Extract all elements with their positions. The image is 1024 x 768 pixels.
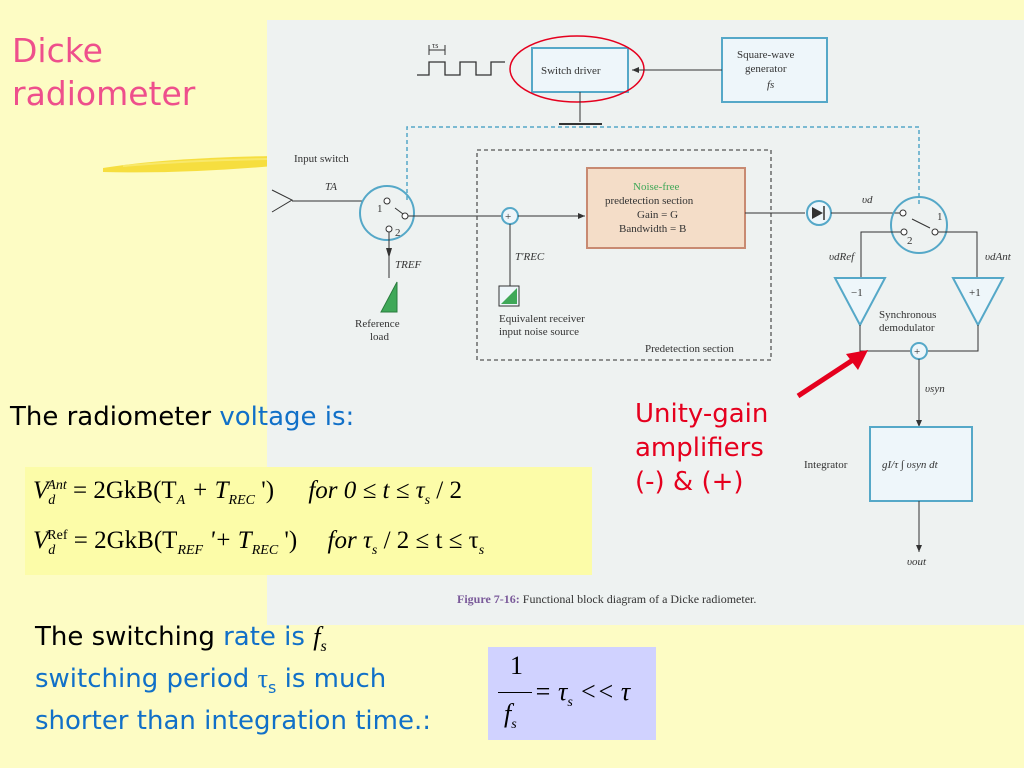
tref-label: TREF	[395, 259, 422, 271]
input-switch-circle	[359, 185, 415, 241]
fraction-bar	[498, 692, 532, 693]
generator-label-3: fs	[767, 79, 774, 91]
voltage-text-part-1: The radiometer	[10, 402, 220, 432]
unity-line-3: (-) & (+)	[635, 466, 744, 497]
generator-label-1: Square-wave	[737, 49, 795, 61]
integral-label: gI/τ ∫ υsyn dt	[882, 459, 939, 471]
voltage-equations: VdAnt = 2GkB(TA + TREC ') for 0 ≤ t ≤ τs…	[25, 467, 592, 575]
generator-label-2: generator	[745, 63, 787, 75]
switch-pos-2: 2	[395, 227, 401, 239]
minus-one-label: −1	[851, 287, 863, 299]
plus-one-label: +1	[969, 287, 981, 299]
reference-load-icon	[380, 281, 398, 313]
switching-period-text: switching period τs is much	[35, 664, 387, 698]
vd-label: υd	[862, 194, 873, 206]
switching-rate-text: The switching rate is fs	[35, 622, 327, 656]
switch-driver-label: Switch driver	[541, 65, 601, 77]
red-arrow-icon	[796, 350, 868, 399]
bandwidth-label: Bandwidth = B	[619, 223, 686, 235]
unity-line-1: Unity-gain	[635, 399, 769, 429]
predetection-section-box	[476, 149, 772, 361]
switch-pos-1: 1	[377, 203, 383, 215]
yellow-brush-streak	[103, 156, 273, 173]
ta-label: TA	[325, 181, 337, 193]
switch-driver-box	[531, 47, 629, 93]
switch-pos-4: 2	[907, 235, 913, 247]
title-line-2: radiometer	[12, 73, 196, 113]
sync-label-2: demodulator	[879, 322, 935, 334]
minus-one-amplifier	[833, 277, 887, 328]
vsyn-label: υsyn	[925, 383, 945, 395]
unity-gain-note: Unity-gain amplifiers (-) & (+)	[635, 398, 768, 499]
vout-label: υout	[907, 556, 927, 568]
tau-s-label: τs	[432, 41, 438, 50]
square-wave-icon	[417, 61, 505, 76]
load-label: load	[370, 331, 389, 343]
gain-label: Gain = G	[637, 209, 678, 221]
integrator-label: Integrator	[804, 459, 848, 471]
output-switch-circle	[890, 196, 948, 254]
caption-label: Figure 7-16:	[457, 592, 520, 606]
vd-ant-label: υdAnt	[985, 251, 1012, 263]
integrator-box	[869, 426, 973, 502]
trec-label: T'REC	[515, 251, 545, 263]
vd-ref-label: υdRef	[829, 251, 856, 263]
predetection-block	[586, 167, 746, 249]
integration-time-text: shorter than integration time.:	[35, 706, 431, 736]
title-line-1: Dicke	[12, 31, 103, 70]
reference-label: Reference	[355, 318, 400, 330]
period-equation: 1 fs = τs << τ	[488, 647, 656, 740]
slide-title: Dicke radiometer	[12, 30, 195, 116]
equiv-label-1: Equivalent receiver	[499, 313, 585, 325]
square-wave-generator-box	[721, 37, 828, 103]
unity-line-2: amplifiers	[635, 432, 764, 463]
equation-ref: VdRef = 2GkB(TREF '+ TREC ') for τs / 2 …	[33, 527, 485, 558]
switch-pos-3: 1	[937, 211, 943, 223]
dicke-block-diagram: τs Switch driver Square-wave generator f…	[271, 35, 1012, 568]
predetection-section-label: Predetection section	[645, 343, 734, 355]
red-highlight-ellipse	[509, 35, 645, 103]
figure-caption: Figure 7-16: Functional block diagram of…	[457, 592, 756, 607]
noise-free-label: Noise-free	[633, 181, 680, 193]
equiv-label-2: input noise source	[499, 326, 579, 338]
equation-ant: VdAnt = 2GkB(TA + TREC ') for 0 ≤ t ≤ τs…	[33, 477, 462, 508]
input-switch-label: Input switch	[294, 153, 349, 165]
sync-label-1: Synchronous	[879, 309, 936, 321]
svg-text:+: +	[914, 346, 920, 358]
period-equation-rhs: = τs << τ	[534, 677, 631, 711]
voltage-text: The radiometer voltage is:	[10, 402, 354, 432]
svg-text:+: +	[505, 211, 511, 223]
fraction-numerator: 1	[510, 651, 523, 680]
plus-one-amplifier	[951, 277, 1005, 328]
caption-text: Functional block diagram of a Dicke radi…	[519, 592, 757, 606]
predetection-label: predetection section	[605, 195, 694, 207]
voltage-text-part-2: voltage is:	[219, 402, 355, 432]
fraction-denominator: fs	[504, 699, 517, 733]
